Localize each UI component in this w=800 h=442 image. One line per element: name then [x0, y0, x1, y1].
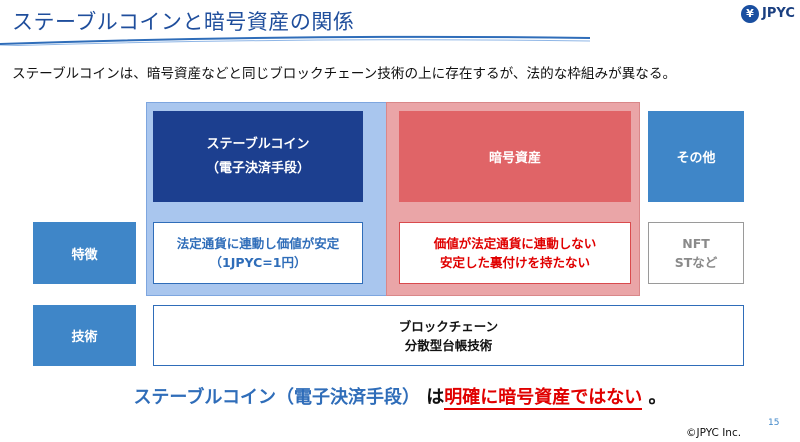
- tech-line1: ブロックチェーン: [398, 318, 499, 334]
- other-header: その他: [648, 111, 744, 202]
- other-feature-line1: NFT: [682, 236, 710, 251]
- tech-line2: 分散型台帳技術: [404, 337, 493, 353]
- stablecoin-header-line2: （電子決済手段）: [205, 160, 310, 176]
- copyright: ©JPYC Inc.: [686, 427, 742, 439]
- slide-title: ステーブルコインと暗号資産の関係: [12, 10, 355, 34]
- slide-subtitle: ステーブルコインは、暗号資産などと同じブロックチェーン技術の上に存在するが、法的…: [12, 66, 677, 82]
- crypto-header: 暗号資産: [399, 111, 631, 202]
- other-feature-line2: STなど: [674, 255, 718, 270]
- crypto-feature-line1: 価値が法定通貨に連動しない: [433, 236, 597, 251]
- title-underline: [0, 35, 590, 46]
- tech-row-label: 技術: [33, 305, 136, 366]
- feature-row-label: 特徴: [33, 222, 136, 284]
- tech-cell: ブロックチェーン 分散型台帳技術: [153, 305, 744, 366]
- stablecoin-feature-line2: （1JPYC=1円）: [209, 255, 307, 270]
- crypto-feature-cell: 価値が法定通貨に連動しない 安定した裏付けを持たない: [399, 222, 631, 284]
- other-feature-cell: NFT STなど: [648, 222, 744, 284]
- stablecoin-header: ステーブルコイン （電子決済手段）: [153, 111, 363, 202]
- stablecoin-header-line1: ステーブルコイン: [206, 136, 310, 152]
- conclusion-subject: ステーブルコイン（電子決済手段）: [133, 387, 420, 408]
- conclusion-particle: は: [420, 387, 445, 408]
- logo-text: JPYC: [762, 6, 795, 21]
- stablecoin-feature-cell: 法定通貨に連動し価値が安定 （1JPYC=1円）: [153, 222, 363, 284]
- jpyc-logo: ¥ JPYC: [741, 4, 799, 28]
- page-number: 15: [768, 418, 780, 428]
- conclusion-emphasis: 明確に暗号資産ではない: [444, 387, 643, 410]
- stablecoin-feature-line1: 法定通貨に連動し価値が安定: [176, 236, 340, 251]
- crypto-feature-line2: 安定した裏付けを持たない: [439, 255, 590, 270]
- conclusion-statement: ステーブルコイン（電子決済手段） は明確に暗号資産ではない 。: [0, 383, 800, 410]
- conclusion-period: 。: [642, 387, 667, 408]
- yen-coin-icon: ¥: [741, 5, 759, 23]
